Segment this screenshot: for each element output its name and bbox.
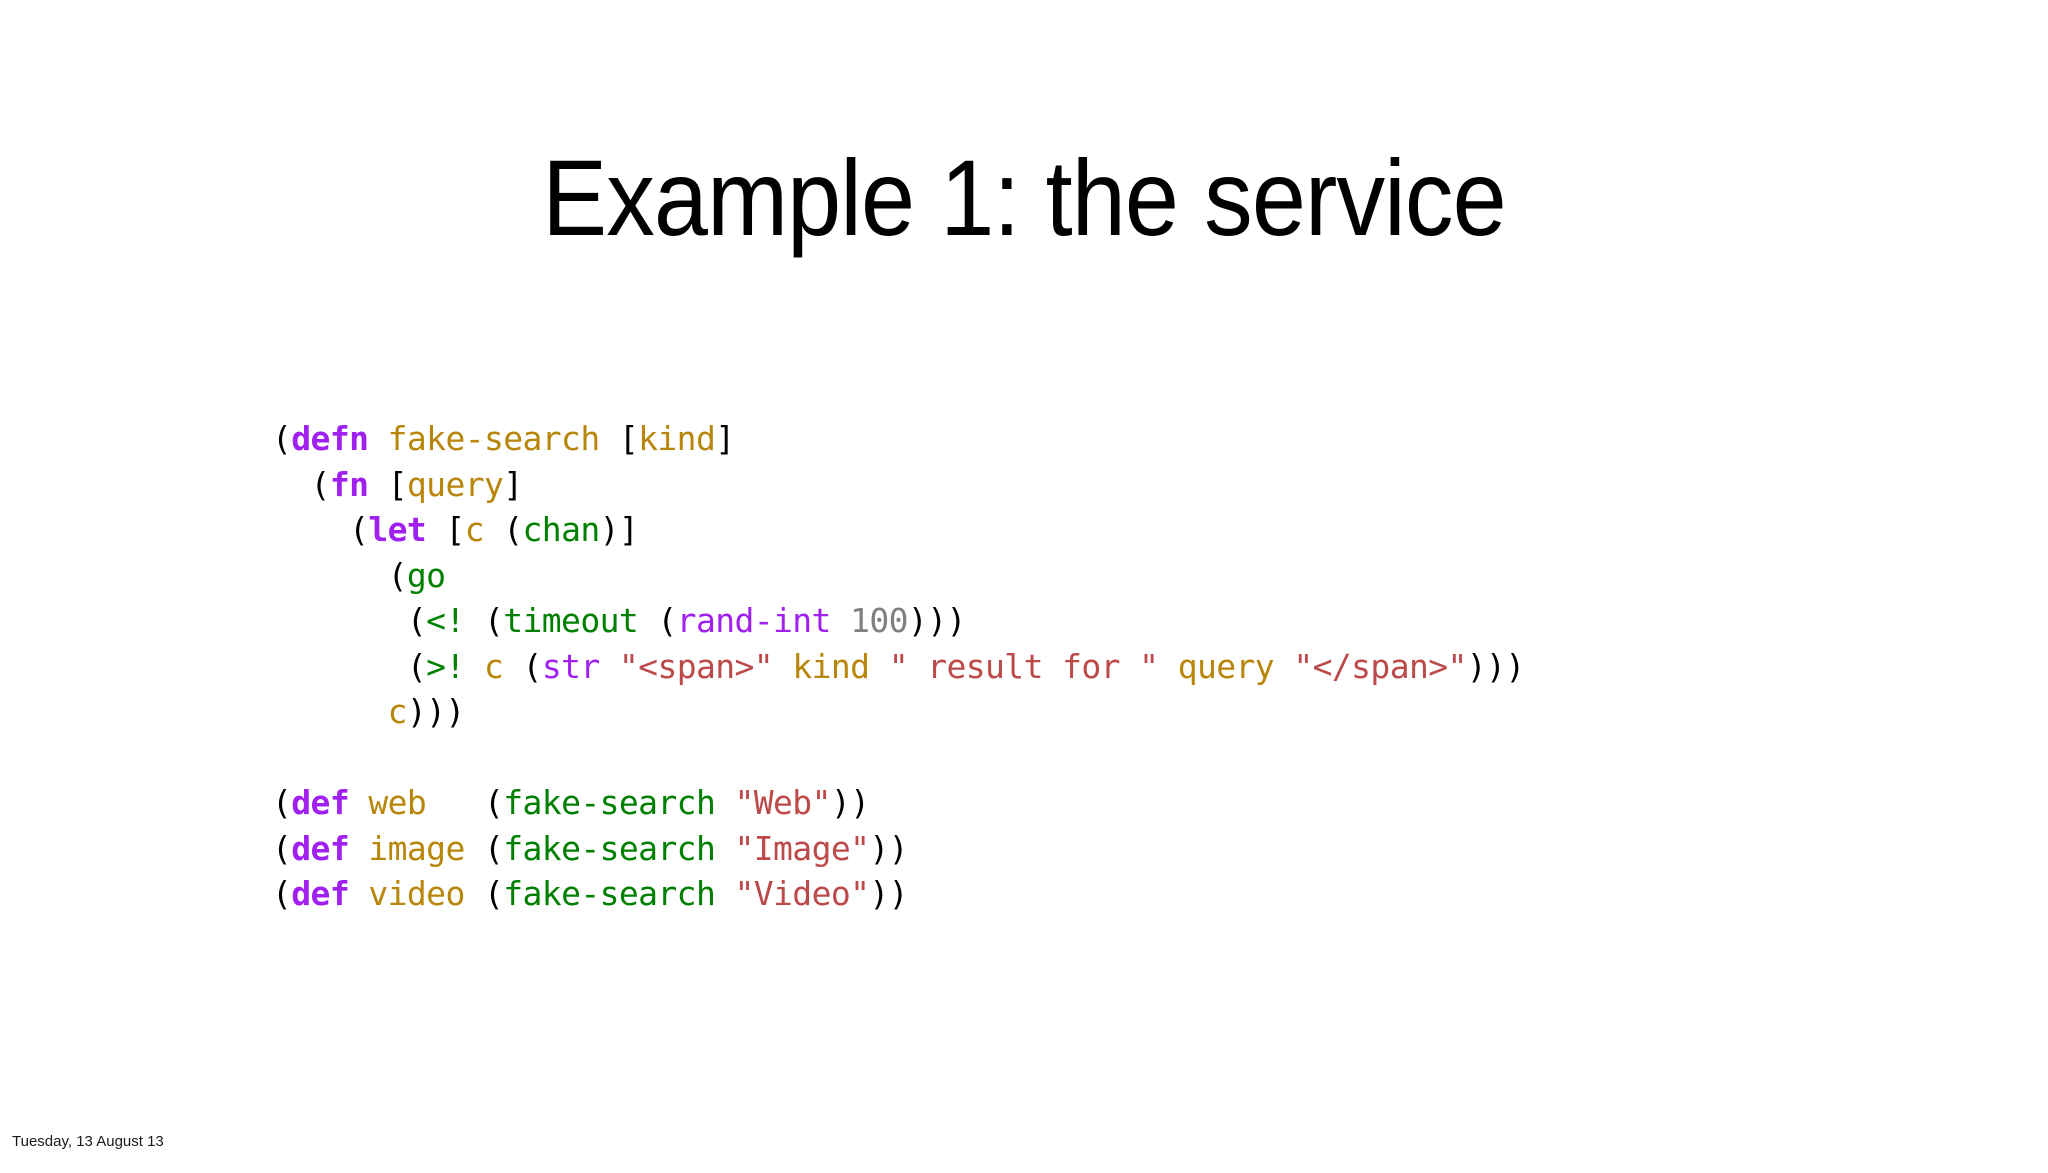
code-token: 100 — [850, 601, 908, 640]
code-token: ( — [426, 783, 504, 822]
slide-footer-date: Tuesday, 13 August 13 — [12, 1133, 164, 1150]
code-token: )) — [869, 828, 908, 868]
code-token: ( — [272, 783, 292, 822]
code-token: image — [368, 828, 465, 868]
code-line: (go — [272, 553, 1525, 599]
code-token: def — [291, 874, 350, 913]
code-token — [349, 783, 368, 822]
code-line: (let [c (chan)] — [272, 507, 1525, 553]
code-token: [ — [426, 510, 465, 549]
code-token: ] — [715, 419, 735, 458]
code-token: ( — [272, 464, 331, 504]
code-token: "</span>" — [1293, 646, 1467, 686]
code-token: fake-search — [503, 828, 716, 868]
code-token — [1274, 647, 1293, 686]
code-token: c — [483, 646, 504, 686]
code-token: c — [464, 510, 485, 549]
code-token: go — [406, 555, 446, 595]
code-token — [465, 647, 484, 686]
code-token: )) — [869, 874, 908, 913]
code-token: video — [368, 874, 465, 913]
code-token: " result for " — [888, 646, 1159, 686]
code-token: [ — [368, 464, 408, 504]
code-token: ( — [272, 874, 292, 913]
code-token: ( — [464, 828, 504, 868]
code-token: ] — [503, 464, 523, 504]
code-token: chan — [522, 510, 601, 549]
code-token — [715, 874, 734, 913]
code-token: )) — [830, 783, 870, 822]
code-token: ( — [638, 601, 677, 640]
code-token: ))) — [907, 601, 966, 640]
code-token: ( — [272, 510, 369, 549]
code-block: (defn fake-search [kind] (fn [query] (le… — [272, 416, 1525, 917]
code-token: ( — [483, 510, 523, 549]
code-token: "<span>" — [618, 646, 774, 686]
code-token: kind — [792, 646, 870, 686]
code-token: query — [406, 464, 504, 504]
code-token — [773, 647, 792, 686]
code-token: rand-int — [676, 601, 832, 640]
code-token: ( — [272, 601, 427, 640]
code-token — [715, 829, 734, 868]
code-line: (<! (timeout (rand-int 100))) — [272, 598, 1525, 644]
code-line: c))) — [272, 689, 1525, 735]
code-token: str — [541, 646, 600, 686]
code-token: ( — [272, 419, 292, 458]
code-line: (defn fake-search [kind] — [272, 416, 1525, 462]
code-line: (def web (fake-search "Web")) — [272, 780, 1525, 826]
code-line: (>! c (str "<span>" kind " result for " … — [272, 644, 1525, 690]
code-token: c — [387, 692, 408, 731]
code-token — [349, 874, 368, 913]
code-token: defn — [291, 419, 369, 458]
code-token: ( — [503, 646, 543, 686]
code-token: fake-search — [503, 874, 716, 913]
code-token: timeout — [503, 601, 639, 640]
code-token: <! — [426, 601, 465, 640]
code-token: "Video" — [734, 874, 870, 913]
code-token: >! — [426, 646, 465, 686]
code-token: def — [291, 828, 350, 868]
code-token — [1158, 647, 1177, 686]
code-token: fn — [329, 464, 369, 504]
code-line: (def video (fake-search "Video")) — [272, 871, 1525, 917]
code-token: ))) — [1466, 646, 1525, 686]
code-token: ( — [272, 555, 408, 595]
code-line: (def image (fake-search "Image")) — [272, 826, 1525, 872]
code-line: (fn [query] — [272, 462, 1525, 508]
code-token: ( — [272, 828, 292, 868]
code-token: ( — [464, 601, 504, 640]
code-token — [349, 829, 368, 868]
code-token: [ — [599, 419, 639, 458]
code-token: fake-search — [387, 419, 601, 458]
code-token: "Web" — [734, 783, 832, 822]
code-line — [272, 735, 1525, 781]
code-token — [600, 647, 619, 686]
code-token — [831, 601, 850, 640]
code-token: query — [1177, 646, 1275, 686]
code-token — [272, 692, 388, 731]
code-token — [869, 647, 888, 686]
page-title: Example 1: the service — [542, 137, 1506, 259]
code-token: fake-search — [503, 783, 716, 822]
code-token: "Image" — [734, 828, 870, 868]
code-token: )] — [599, 510, 639, 549]
code-token: ( — [464, 874, 504, 913]
code-token: let — [368, 510, 427, 549]
code-token: def — [291, 783, 350, 822]
code-token: kind — [638, 419, 716, 458]
code-token — [368, 419, 387, 458]
code-token — [715, 783, 734, 822]
code-token: web — [368, 783, 427, 822]
code-token: ( — [272, 646, 427, 686]
code-token: ))) — [406, 692, 465, 731]
